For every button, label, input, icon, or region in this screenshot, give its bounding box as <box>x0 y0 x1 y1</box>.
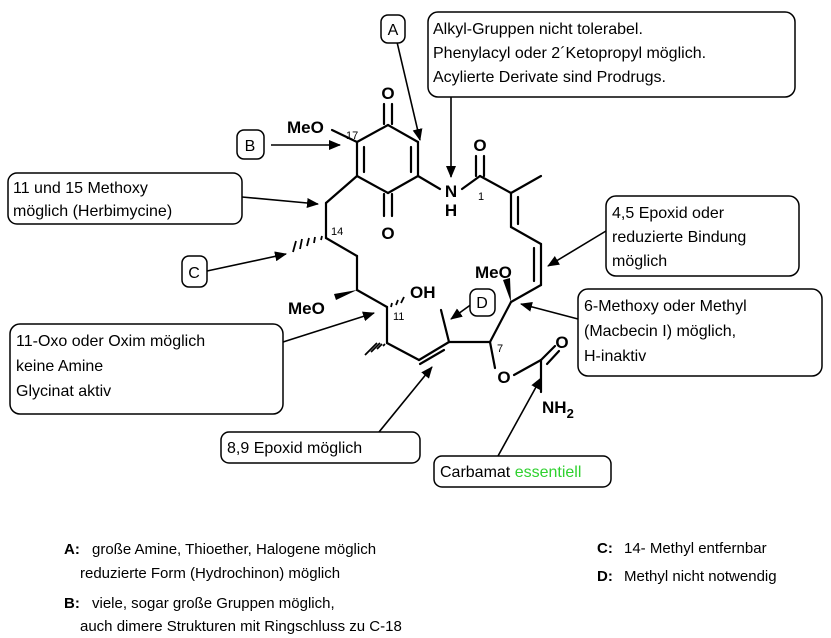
tag-d-label: D <box>476 295 488 312</box>
locant-7: 7 <box>497 343 503 355</box>
tag-c-label: C <box>188 265 200 282</box>
legend-d-key: D: <box>597 568 613 585</box>
atom-nh2: NH2 <box>542 398 574 421</box>
svg-text:4,5 Epoxid oder: 4,5 Epoxid oder <box>612 205 725 222</box>
svg-text:11-Oxo oder Oxim möglich: 11-Oxo oder Oxim möglich <box>16 333 205 350</box>
note-right-upper: 4,5 Epoxid oder reduzierte Bindung mögli… <box>605 195 800 277</box>
svg-text:Alkyl-Gruppen nicht tolerabel.: Alkyl-Gruppen nicht tolerabel. <box>433 21 643 38</box>
atom-meo-17: MeO <box>287 118 324 137</box>
svg-text:14- Methyl entfernbar: 14- Methyl entfernbar <box>624 540 767 557</box>
tag-a-label: A <box>388 22 399 39</box>
legend-b-key: B: <box>64 595 80 612</box>
atom-o-top: O <box>381 84 394 103</box>
svg-text:Methyl nicht notwendig: Methyl nicht notwendig <box>624 568 777 585</box>
note-left-lower: 11-Oxo oder Oxim möglich keine Amine Gly… <box>9 323 284 415</box>
annotation-arrows <box>206 41 607 457</box>
svg-text:keine Amine: keine Amine <box>16 358 103 375</box>
svg-text:(Macbecin I) möglich,: (Macbecin I) möglich, <box>584 323 736 340</box>
svg-text:8,9 Epoxid möglich: 8,9 Epoxid möglich <box>227 440 362 457</box>
svg-text:möglich (Herbimycine): möglich (Herbimycine) <box>13 203 172 220</box>
locant-14: 14 <box>331 226 343 238</box>
svg-text:große Amine, Thioether, Haloge: große Amine, Thioether, Halogene möglich <box>92 541 376 558</box>
molecule-skeleton <box>292 102 561 394</box>
svg-text:reduzierte Bindung: reduzierte Bindung <box>612 229 746 246</box>
atom-h-n: H <box>445 201 457 220</box>
tag-c: C <box>181 255 208 288</box>
atom-labels: O O MeO N H O MeO OH MeO O O NH2 17 1 14… <box>287 84 574 421</box>
tag-b-label: B <box>245 138 256 155</box>
tag-d: D <box>469 288 496 317</box>
note-carbamat: Carbamat essentiell <box>433 455 612 488</box>
carbamat-text: Carbamat essentiell <box>440 464 581 481</box>
atom-o-carbamate: O <box>555 333 568 352</box>
svg-text:11 und 15 Methoxy: 11 und 15 Methoxy <box>13 180 148 197</box>
locant-11: 11 <box>393 311 404 323</box>
note-top-right: Alkyl-Gruppen nicht tolerabel. Phenylacy… <box>427 11 796 98</box>
atom-o-carbamate-link: O <box>497 368 510 387</box>
note-bottom-mid: 8,9 Epoxid möglich <box>220 431 421 464</box>
legend-a-key: A: <box>64 541 80 558</box>
atom-oh: OH <box>410 283 436 302</box>
svg-text:reduzierte Form (Hydrochinon): reduzierte Form (Hydrochinon) möglich <box>80 565 340 582</box>
svg-text:6-Methoxy oder Methyl: 6-Methoxy oder Methyl <box>584 298 747 315</box>
atom-meo-12: MeO <box>288 299 325 318</box>
svg-text:H-inaktiv: H-inaktiv <box>584 348 646 365</box>
legend-c-key: C: <box>597 540 613 557</box>
atom-meo-6: MeO <box>475 263 512 282</box>
svg-text:Acylierte Derivate sind Prodru: Acylierte Derivate sind Prodrugs. <box>433 69 666 86</box>
atom-n: N <box>445 182 457 201</box>
tag-b: B <box>236 129 265 160</box>
note-right-lower: 6-Methoxy oder Methyl (Macbecin I) mögli… <box>577 288 823 377</box>
svg-text:möglich: möglich <box>612 253 667 270</box>
svg-text:Glycinat aktiv: Glycinat aktiv <box>16 383 111 400</box>
tag-a: A <box>380 14 406 44</box>
atom-o-amide: O <box>473 136 486 155</box>
svg-text:auch dimere Strukturen mit Rin: auch dimere Strukturen mit Ringschluss z… <box>80 618 402 635</box>
svg-text:viele, sogar große Gruppen mög: viele, sogar große Gruppen möglich, <box>92 595 335 612</box>
atom-o-bottom: O <box>381 224 394 243</box>
locant-17: 17 <box>346 130 358 142</box>
legend: A: große Amine, Thioether, Halogene mögl… <box>64 540 777 635</box>
svg-text:Phenylacyl oder 2´Ketopropyl m: Phenylacyl oder 2´Ketopropyl möglich. <box>433 45 706 62</box>
note-left-upper: 11 und 15 Methoxy möglich (Herbimycine) <box>7 172 243 225</box>
locant-1: 1 <box>478 191 484 203</box>
